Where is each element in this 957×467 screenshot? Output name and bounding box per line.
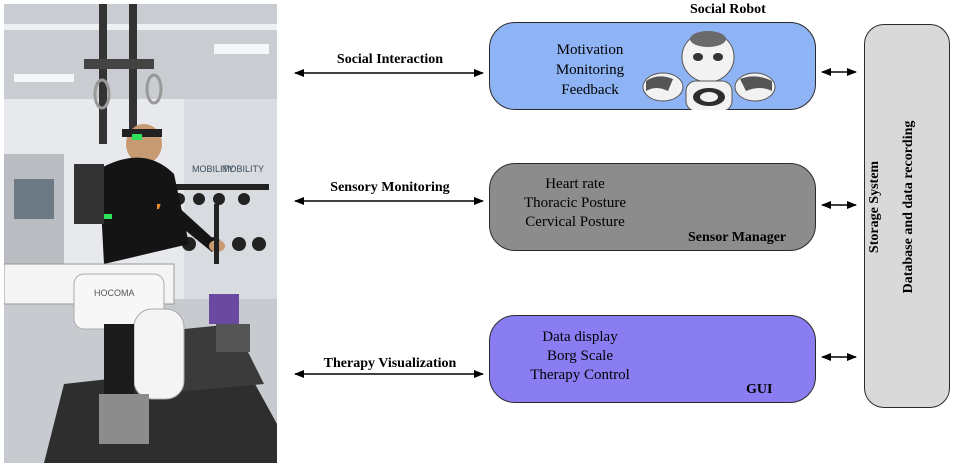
therapy-visualization-label: Therapy Visualization (323, 356, 457, 371)
gui-line-therapy-control: Therapy Control (530, 367, 630, 383)
sensory-monitoring-label: Sensory Monitoring (330, 180, 450, 195)
device-label: HOCOMA (94, 288, 135, 298)
sensor-line-heart-rate: Heart rate (545, 176, 605, 192)
social-robot-title: Social Robot (690, 2, 766, 17)
gui-line-data-display: Data display (542, 329, 618, 345)
nao-robot-icon (642, 31, 776, 110)
robot-line-motivation: Motivation (556, 42, 624, 58)
sensor-manager-title: Sensor Manager (688, 230, 787, 245)
storage-system-title: Storage System (867, 160, 882, 254)
gui-box: Data display Borg Scale Therapy Control … (489, 315, 816, 403)
sensor-line-thoracic: Thoracic Posture (523, 195, 627, 211)
gui-title: GUI (746, 382, 773, 397)
therapy-photo: MOBILITY MOBILITY HOC (4, 4, 277, 463)
robot-line-monitoring: Monitoring (555, 62, 625, 78)
storage-system-box: Storage System Database and data recordi… (864, 24, 950, 408)
gui-line-borg-scale: Borg Scale (547, 348, 613, 364)
sensor-manager-box: Heart rate Thoracic Posture Cervical Pos… (489, 163, 816, 251)
storage-system-subtitle: Database and data recording (901, 120, 916, 294)
wall-logo-text: MOBILITY (192, 164, 234, 174)
social-robot-box: Motivation Monitoring Feedback (489, 22, 816, 110)
robot-line-feedback: Feedback (561, 82, 619, 98)
sensor-line-cervical: Cervical Posture (525, 214, 625, 230)
therapy-photo-illustration: MOBILITY MOBILITY HOC (4, 4, 277, 463)
wall-logo-text-2: MOBILITY (222, 164, 264, 174)
social-interaction-label: Social Interaction (336, 52, 444, 67)
